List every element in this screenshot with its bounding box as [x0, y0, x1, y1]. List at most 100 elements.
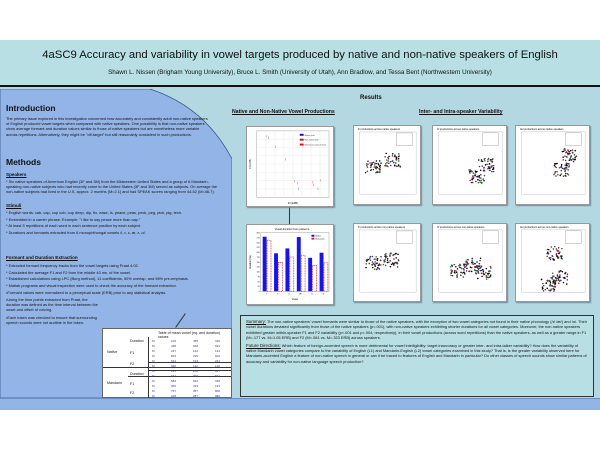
summary-text: The non-native speakers' vowel formants … [246, 319, 587, 341]
data-point [483, 273, 485, 275]
legend-box [396, 230, 413, 244]
data-point [466, 261, 469, 264]
data-point [474, 173, 477, 175]
left-panel-background [0, 89, 232, 398]
table-row-label: F1 [130, 382, 135, 386]
data-point [392, 253, 395, 256]
data-point [469, 179, 471, 182]
bar-native [319, 252, 324, 292]
data-point [463, 264, 465, 267]
data-point [480, 269, 483, 272]
table-cell: M [152, 374, 155, 378]
variability-heading: Inter- and Intra-speaker Variability [419, 109, 503, 115]
future-paragraph: Future Directions: Which feature of fore… [246, 343, 588, 365]
data-point [378, 168, 380, 170]
data-point [371, 263, 373, 266]
data-point [549, 258, 552, 261]
data-point [484, 164, 487, 166]
y-tick-label: 300 [257, 233, 260, 235]
data-point [472, 176, 475, 179]
data-point [481, 165, 484, 167]
extraction-list: * Extracted formant frequency tracks fro… [6, 263, 216, 326]
data-point [551, 272, 554, 275]
legend-label: Non-native [315, 237, 324, 240]
legend-label: Native [315, 235, 321, 238]
data-point [481, 160, 484, 163]
data-point [489, 265, 492, 268]
data-point [542, 284, 545, 287]
table-cell: M [152, 364, 155, 368]
data-point [451, 270, 454, 272]
data-point [384, 163, 387, 165]
legend-label: Non-native male [305, 139, 319, 142]
legend-swatch [299, 138, 304, 141]
data-point [384, 155, 386, 158]
y-tick-label: 275 [257, 237, 260, 239]
poster-title: 4aSC9 Accuracy and variability in vowel … [42, 49, 558, 61]
table-cell: 808 [215, 389, 220, 393]
data-point [556, 275, 559, 277]
table-cell: 438 [171, 344, 176, 348]
data-point [469, 266, 472, 268]
poster: 4aSC9 Accuracy and variability in vowel … [0, 40, 600, 410]
data-point [464, 273, 466, 275]
data-point [568, 163, 570, 165]
data-point [492, 166, 495, 169]
data-point [492, 158, 494, 160]
data-point [478, 262, 481, 265]
data-point [371, 266, 374, 269]
data-point [555, 175, 557, 177]
data-point [564, 159, 567, 162]
data-point [389, 164, 392, 167]
data-point [390, 263, 393, 266]
data-point [566, 279, 569, 281]
stimuli-item: * At least 5 repetitions of each word in… [6, 223, 142, 229]
data-point [392, 262, 394, 264]
data-point [488, 272, 490, 275]
table-cell: M [152, 389, 155, 393]
data-point [561, 150, 564, 153]
data-point [574, 149, 576, 152]
data-point [461, 267, 463, 270]
bottom-band [0, 398, 600, 410]
scatter-title: /æ/ productions across native speakers [520, 128, 565, 131]
table-cell: 622 [193, 379, 198, 383]
data-point [548, 257, 551, 259]
data-point [371, 161, 373, 164]
methods-heading: Methods [6, 157, 41, 167]
authors: Shawn L. Nissen (Brigham Young Universit… [108, 69, 492, 76]
data-point [472, 175, 474, 177]
legend-swatch [311, 237, 315, 240]
data-point [549, 290, 551, 292]
data-point [456, 273, 459, 275]
data-point [572, 152, 574, 154]
table-row-label: F1 [130, 351, 135, 355]
data-point [477, 181, 480, 184]
data-point [391, 160, 394, 162]
data-point [488, 169, 491, 172]
data-point [566, 275, 568, 278]
x-tick-label: ɛ [289, 294, 290, 296]
table-divider [128, 376, 231, 377]
data-point [469, 169, 472, 171]
data-point [394, 253, 396, 256]
data-point [476, 261, 478, 263]
data-point [558, 279, 560, 282]
data-point [482, 268, 484, 271]
data-point [477, 178, 479, 181]
data-point [546, 248, 549, 251]
data-point [487, 160, 489, 163]
data-point [565, 168, 568, 170]
data-point [544, 288, 547, 291]
data-point [372, 168, 375, 171]
data-point [546, 255, 548, 258]
data-point [371, 255, 374, 258]
data-point [483, 174, 486, 177]
data-point [485, 278, 488, 280]
table-cell: 154 [171, 374, 176, 378]
data-point [375, 171, 377, 174]
data-point [553, 288, 556, 291]
speakers-item: Six native speakers of American English … [6, 179, 218, 195]
extraction-item: •Formant values were normalized to a per… [6, 289, 167, 295]
